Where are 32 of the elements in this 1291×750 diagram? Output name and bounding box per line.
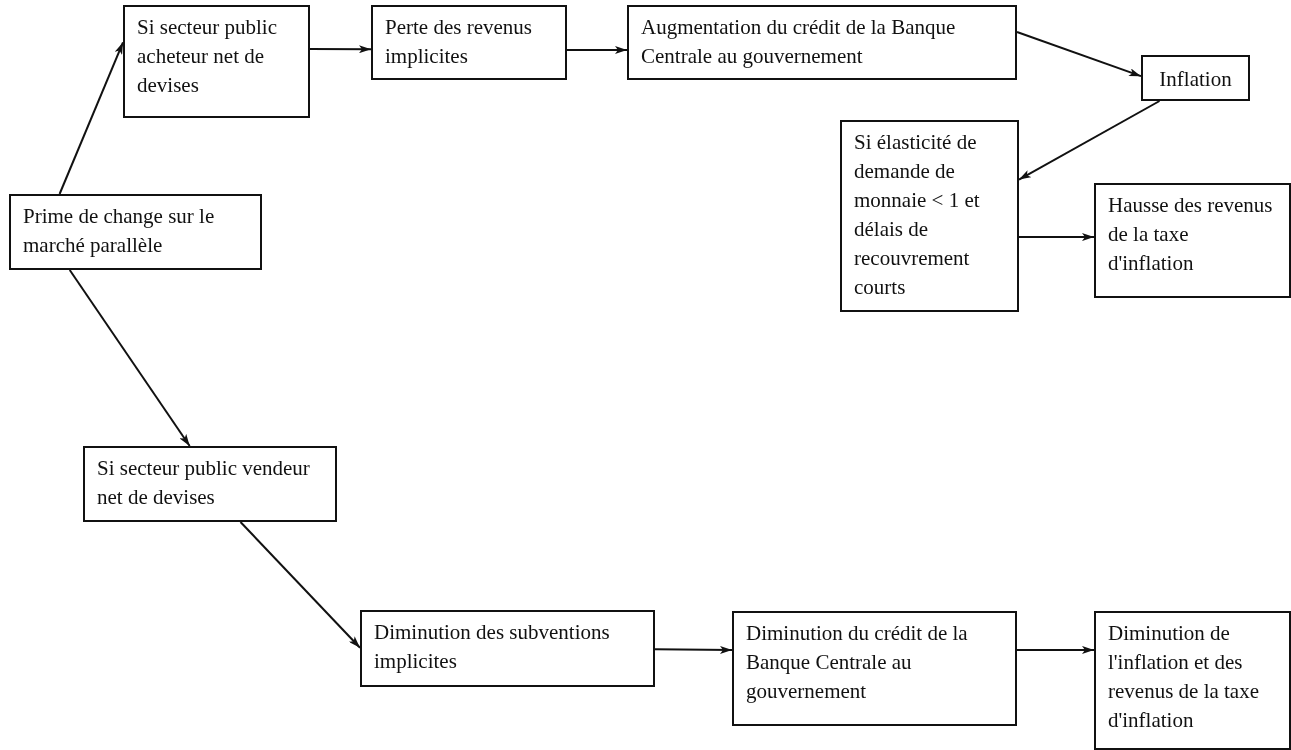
arrow [654, 645, 733, 654]
arrow [239, 521, 361, 649]
arrow [1018, 100, 1161, 181]
process-box [371, 5, 567, 80]
arrow [1018, 233, 1095, 242]
box-text: Si secteur public acheteur net de devises [137, 14, 278, 99]
arrow [309, 45, 372, 54]
process-box [83, 446, 337, 522]
process-box [627, 5, 1017, 80]
process-box [1141, 55, 1250, 101]
box-text: Diminution de l'inflation et des revenus de la taxe d'inflation [1108, 620, 1260, 734]
box-text: Prime de change sur le marché parallèle [23, 203, 216, 259]
process-box [840, 120, 1019, 312]
box-text: Augmentation du crédit de la Banque Centrale au gouvernement [641, 14, 957, 70]
arrow [1016, 31, 1142, 78]
arrow [68, 269, 191, 447]
process-box [360, 610, 655, 687]
arrow [58, 41, 124, 195]
arrow [1016, 645, 1095, 654]
box-text: Diminution des subventions implicites [374, 619, 611, 675]
process-box [732, 611, 1017, 726]
process-box [9, 194, 262, 270]
process-box [123, 5, 310, 118]
arrow [566, 46, 628, 54]
box-text: Hausse des revenus de la taxe d'inflation [1108, 192, 1274, 277]
box-text: Si élasticité de demande de monnaie < 1 et délais de recouvrement courts [854, 129, 981, 301]
box-text: Inflation [1158, 66, 1233, 93]
process-box [1094, 611, 1291, 750]
process-box [1094, 183, 1291, 298]
box-text: Si secteur public vendeur net de devises [97, 455, 311, 511]
box-text: Diminution du crédit de la Banque Centrale au gouvernement [746, 620, 969, 705]
box-text: Perte des revenus implicites [385, 14, 533, 70]
